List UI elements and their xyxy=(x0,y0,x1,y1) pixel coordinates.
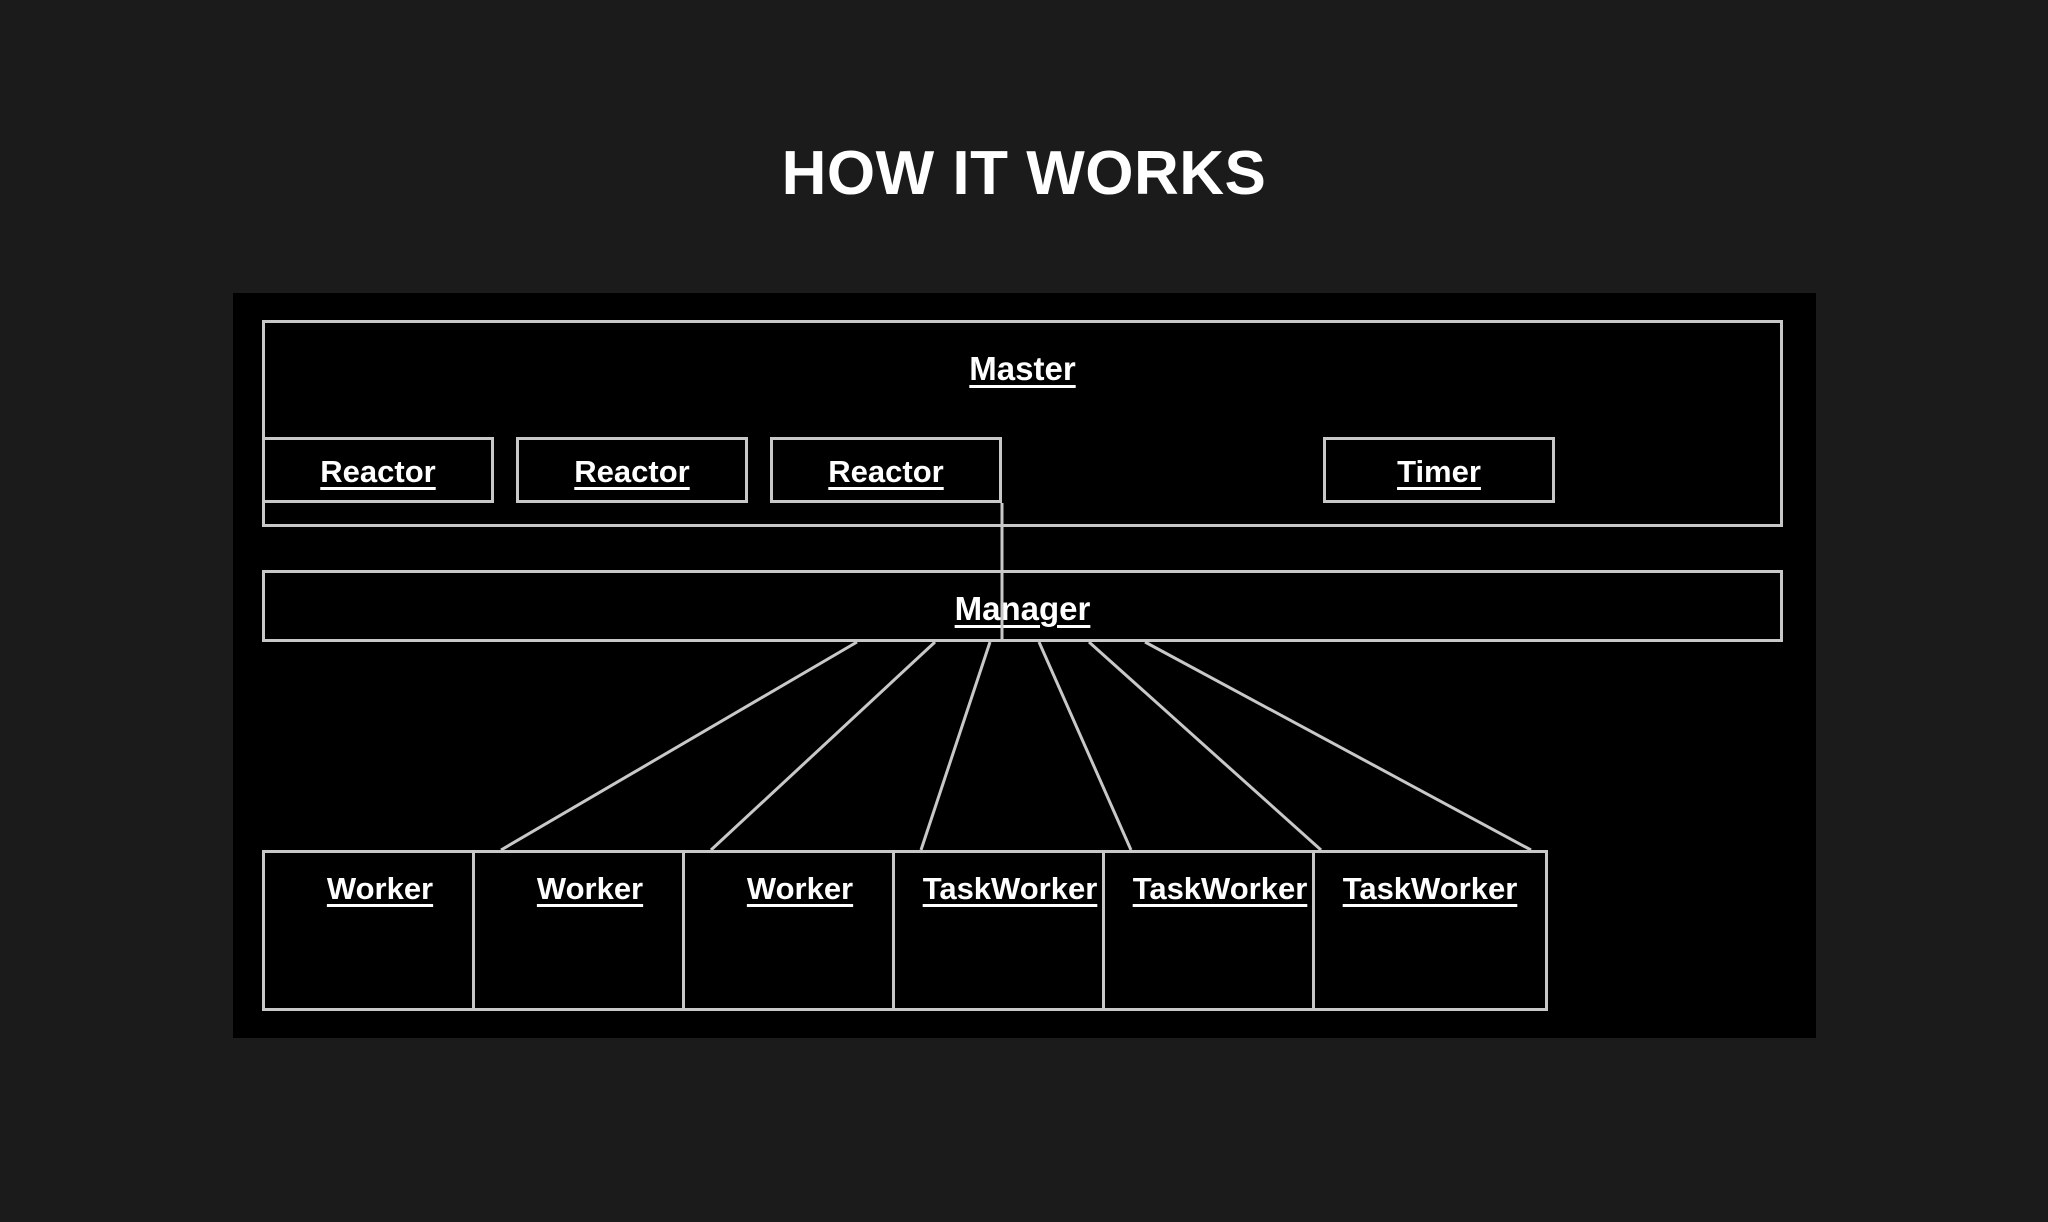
worker-node-2[interactable]: Worker xyxy=(472,850,708,1011)
worker-node-1[interactable]: Worker xyxy=(262,850,498,1011)
page-title: HOW IT WORKS xyxy=(781,139,1267,208)
connector-manager-to-taskworker-3 xyxy=(1144,640,1532,852)
taskworker-label-1: TaskWorker xyxy=(922,871,1098,906)
taskworker-label-3: TaskWorker xyxy=(1342,871,1518,906)
master-label: Master xyxy=(969,350,1076,387)
taskworker-label-2: TaskWorker xyxy=(1132,871,1308,906)
taskworker-node-3[interactable]: TaskWorker xyxy=(1312,850,1548,1011)
manager-label: Manager xyxy=(954,590,1091,627)
taskworker-node-1[interactable]: TaskWorker xyxy=(892,850,1128,1011)
architecture-diagram-panel: Master Reactor Reactor Reactor Timer Man… xyxy=(233,293,1816,1038)
reactor-node-2[interactable]: Reactor xyxy=(516,437,748,503)
connector-manager-to-worker-3 xyxy=(919,641,992,851)
timer-node[interactable]: Timer xyxy=(1323,437,1555,503)
manager-node[interactable]: Manager xyxy=(262,570,1783,642)
reactor-node-3[interactable]: Reactor xyxy=(770,437,1002,503)
worker-label-1: Worker xyxy=(326,871,434,906)
master-container[interactable]: Master xyxy=(262,320,1783,527)
worker-node-3[interactable]: Worker xyxy=(682,850,918,1011)
connector-manager-to-worker-1 xyxy=(500,640,858,852)
connector-manager-to-taskworker-1 xyxy=(1037,641,1133,851)
reactor-node-1[interactable]: Reactor xyxy=(262,437,494,503)
taskworker-node-2[interactable]: TaskWorker xyxy=(1102,850,1338,1011)
connector-manager-to-worker-2 xyxy=(709,640,937,852)
timer-label: Timer xyxy=(1397,454,1481,489)
reactor-label-2: Reactor xyxy=(574,454,690,489)
reactor-label-3: Reactor xyxy=(828,454,944,489)
worker-label-3: Worker xyxy=(746,871,854,906)
reactor-label-1: Reactor xyxy=(320,454,436,489)
connector-manager-to-taskworker-2 xyxy=(1087,640,1323,852)
worker-label-2: Worker xyxy=(536,871,644,906)
